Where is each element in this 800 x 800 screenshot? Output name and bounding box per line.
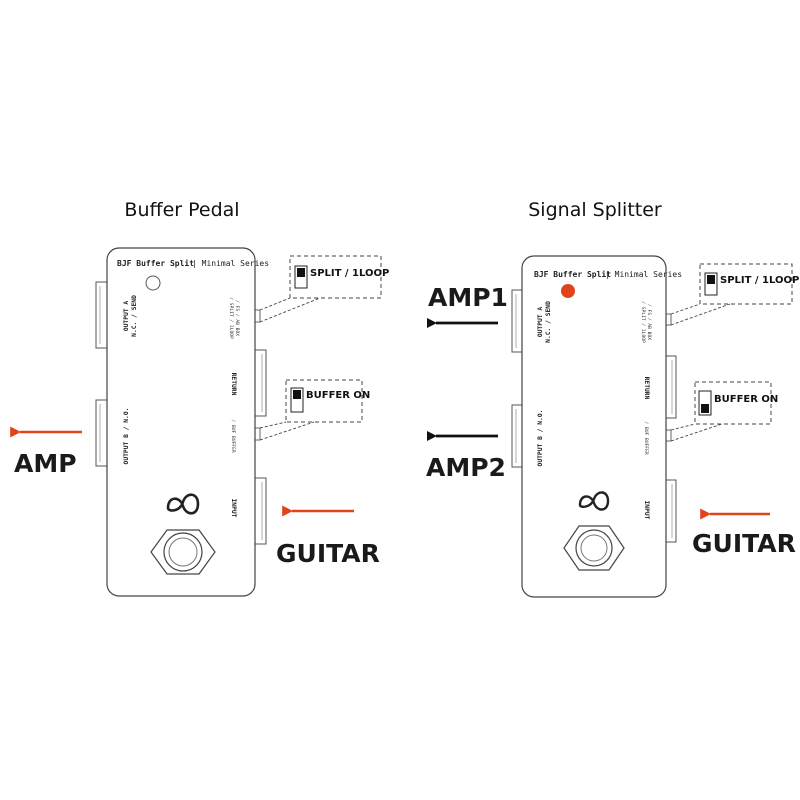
return-jack-r <box>664 355 677 419</box>
guitar-label-right: GUITAR <box>692 529 796 558</box>
split-caption: / SPLIT / 1LOOP <box>228 297 234 339</box>
led-off <box>145 275 161 291</box>
amp-label: AMP <box>14 449 77 478</box>
amp2-label: AMP2 <box>426 453 506 482</box>
one-control-logo-icon <box>166 493 200 515</box>
brand-label: BJF Buffer Split <box>117 258 194 268</box>
amp1-label: AMP1 <box>428 283 508 312</box>
guitar-label-left: GUITAR <box>276 539 380 568</box>
split-switch-label-r: SPLIT / 1LOOP <box>720 275 799 286</box>
ab-caption: / FS / AB BOX <box>234 300 240 336</box>
return-jack <box>253 349 267 417</box>
led-on <box>561 284 575 298</box>
input-jack <box>253 477 267 545</box>
title-signal-splitter: Signal Splitter <box>528 199 662 221</box>
output-a-label: OUTPUT A <box>123 301 130 332</box>
series-label-r: | Minimal Series <box>605 270 682 279</box>
signal-splitter-pedal: BJF Buffer Split | Minimal Series OUTPUT… <box>511 255 799 598</box>
footswitch-cap-r <box>580 534 608 562</box>
buffer-switch-label: BUFFER ON <box>306 390 370 401</box>
brand-label-r: BJF Buffer Split <box>534 269 611 279</box>
send-label: N.C. / SEND <box>131 295 138 337</box>
buffer-switch-callout-r <box>694 381 772 425</box>
ab-caption-r: / FS / AB BOX <box>646 304 652 340</box>
one-control-logo-icon-r <box>578 491 610 511</box>
title-buffer-pedal: Buffer Pedal <box>124 199 239 221</box>
pedal-enclosure-r <box>521 255 667 598</box>
output-b-jack-r <box>511 404 524 468</box>
output-a-jack-r <box>511 289 524 353</box>
send-label-r: N.C. / SEND <box>545 301 552 343</box>
output-b-label: OUTPUT B / N.O. <box>123 408 130 465</box>
buffer-caption-r: / BUF BUFFER <box>643 421 649 454</box>
buffer-pedal: BJF Buffer Split | Minimal Series OUTPUT… <box>95 247 389 597</box>
return-label: RETURN <box>230 373 237 396</box>
output-b-label-r: OUTPUT B / N.O. <box>537 410 544 467</box>
output-a-jack <box>95 281 109 349</box>
input-jack-r <box>664 479 677 543</box>
output-a-label-r: OUTPUT A <box>537 307 544 338</box>
input-label-r: INPUT <box>643 501 650 520</box>
input-label: INPUT <box>230 499 237 518</box>
split-caption-r: / SPLIT / 1LOOP <box>640 301 646 343</box>
series-label: | Minimal Series <box>192 259 269 268</box>
footswitch-cap <box>168 537 198 567</box>
buffer-caption: / BUF BUFFER <box>230 419 236 452</box>
buffer-switch-label-r: BUFFER ON <box>714 394 778 405</box>
pedal-enclosure <box>106 247 256 597</box>
output-b-jack <box>95 399 109 467</box>
return-label-r: RETURN <box>643 377 650 400</box>
split-switch-label: SPLIT / 1LOOP <box>310 268 389 279</box>
